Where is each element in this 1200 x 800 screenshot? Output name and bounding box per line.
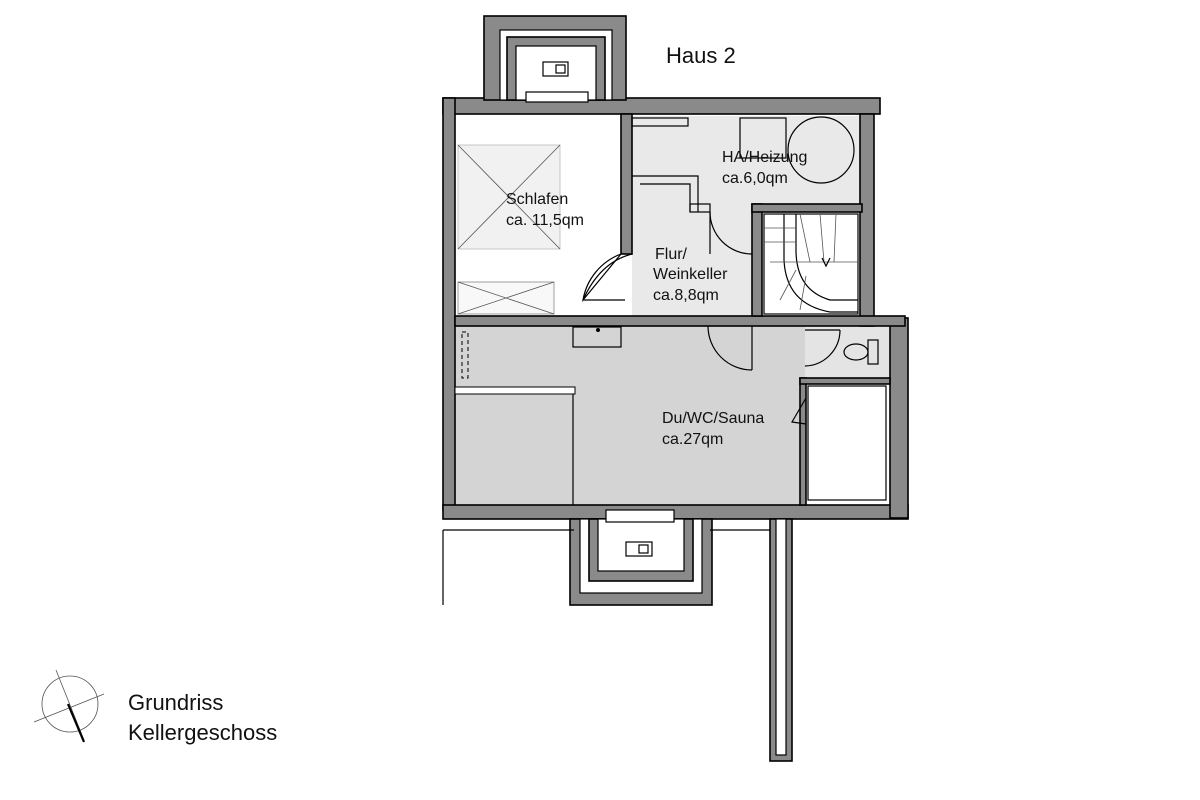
caption-line2: Kellergeschoss (128, 720, 277, 745)
light-well-top (483, 15, 627, 103)
terrace-walls (442, 518, 793, 762)
floor-areas (455, 116, 890, 505)
exterior-walls (442, 97, 909, 520)
room-schlafen-area: ca. 11,5qm (506, 212, 584, 229)
light-well-bottom-drain-icon (625, 541, 653, 557)
room-flur-area: ca.8,8qm (653, 287, 719, 304)
room-heizung-area: ca.6,0qm (722, 170, 788, 187)
floor-shower (805, 383, 890, 505)
wall-left (442, 97, 456, 511)
wall-partition-mid (454, 315, 906, 327)
stair-icon (763, 213, 859, 315)
house-label: Haus 2 (666, 43, 736, 68)
sauna-bench (461, 331, 469, 379)
toilet-icon (843, 339, 879, 365)
wall-stair-top (751, 203, 863, 213)
floor-flur (632, 204, 760, 316)
floor-sauna-right (805, 325, 890, 383)
wall-stair-left (751, 203, 763, 317)
north-arrow-icon (33, 669, 105, 743)
room-sauna-area: ca.27qm (662, 431, 723, 448)
sink-icon (572, 326, 622, 348)
door-swing-icon (582, 211, 841, 425)
boiler (739, 117, 787, 159)
room-heizung-name: HA/Heizung (722, 149, 807, 166)
wall-right-upper (859, 113, 875, 327)
wall-schlafen-right (620, 113, 633, 255)
wall-shower-top (799, 377, 891, 385)
room-sauna-name: Du/WC/Sauna (662, 410, 764, 427)
tank (787, 116, 855, 184)
caption-line1: Grundriss (128, 690, 223, 715)
room-flur-name-2: Weinkeller (653, 266, 728, 283)
light-well-top-drain-icon (542, 61, 569, 77)
shower-tray (807, 385, 887, 501)
floor-heizung (632, 116, 860, 204)
wall-bottom (442, 504, 909, 520)
room-flur-name-1: Flur/ (655, 246, 688, 263)
light-well-bottom (569, 509, 713, 606)
floor-sauna (455, 325, 805, 505)
wall-shower-left (799, 377, 807, 506)
wall-right-lower (889, 317, 909, 519)
interior-details (454, 116, 887, 505)
room-schlafen-name: Schlafen (506, 191, 568, 208)
